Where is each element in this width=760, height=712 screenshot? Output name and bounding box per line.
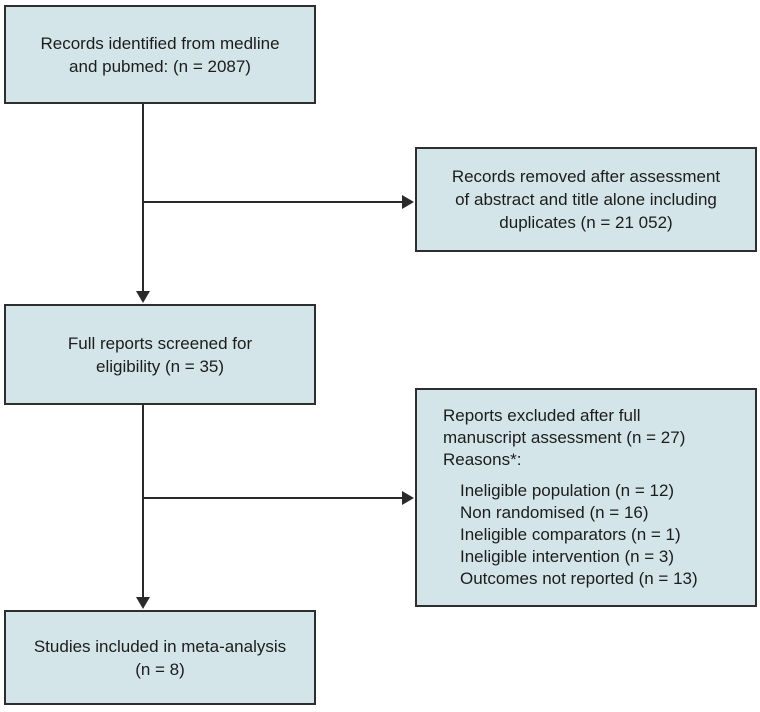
arrowhead-right-removed — [402, 195, 414, 209]
box-reports-excluded: Reports excluded after full manuscript a… — [415, 388, 757, 607]
included-line-1: Studies included in meta-analysis — [33, 636, 287, 656]
exclusion-reason: Ineligible intervention (n = 3) — [460, 547, 675, 566]
records-identified-line-2: and pubmed: (n = 2087) — [69, 56, 251, 76]
excluded-line-3: Reasons*: — [443, 450, 522, 469]
records-removed-line-2: of abstract and title alone including — [455, 190, 717, 209]
excluded-line-1: Reports excluded after full — [443, 406, 641, 425]
box-records-removed: Records removed after assessment of abst… — [415, 147, 757, 252]
exclusion-reason-list: Ineligible population (n = 12) Non rando… — [443, 480, 743, 590]
arrowhead-down-screened — [136, 291, 150, 303]
records-identified-line-1: Records identified from medline — [40, 33, 280, 53]
arrowhead-right-excluded — [402, 491, 414, 505]
records-removed-line-1: Records removed after assessment — [451, 167, 721, 186]
arrowhead-down-included — [136, 597, 150, 609]
exclusion-reason: Non randomised (n = 16) — [460, 503, 649, 522]
screened-line-2: eligibility (n = 35) — [95, 356, 225, 376]
box-studies-included: Studies included in meta-analysis (n = 8… — [4, 610, 316, 705]
box-records-identified: Records identified from medline and pubm… — [4, 5, 316, 104]
excluded-line-2: manuscript assessment (n = 27) — [443, 428, 686, 447]
included-line-2: (n = 8) — [135, 659, 185, 679]
exclusion-reason: Outcomes not reported (n = 13) — [460, 569, 698, 588]
exclusion-reason: Ineligible population (n = 12) — [460, 481, 675, 500]
box-full-reports-screened: Full reports screened for eligibility (n… — [4, 304, 316, 405]
exclusion-reason: Ineligible comparators (n = 1) — [460, 525, 681, 544]
records-removed-line-3: duplicates (n = 21 052) — [499, 213, 673, 232]
screened-line-1: Full reports screened for — [67, 333, 253, 353]
